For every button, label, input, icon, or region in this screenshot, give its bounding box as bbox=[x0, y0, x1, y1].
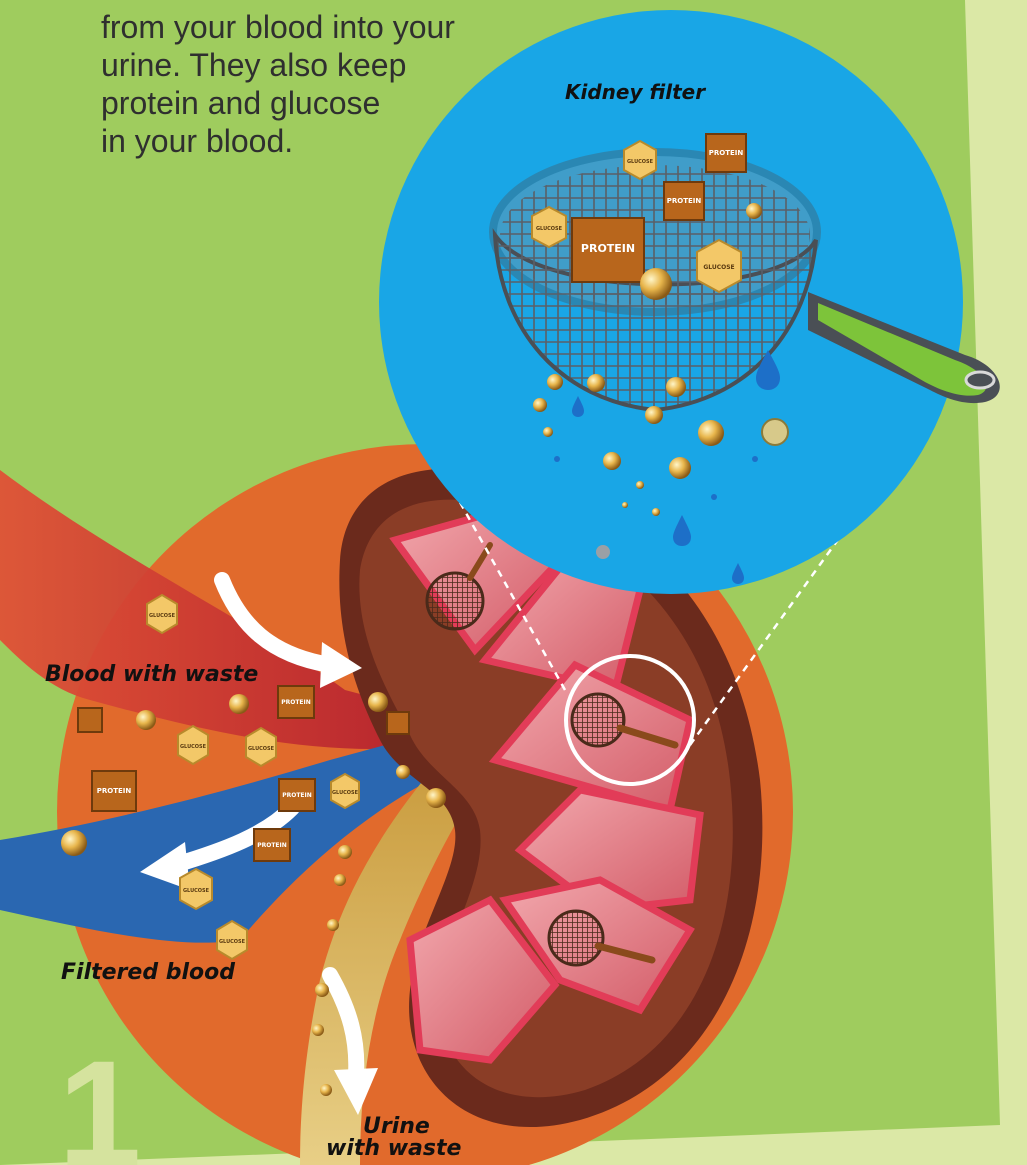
waste-droplet bbox=[622, 502, 628, 508]
glucose-particle: GLUCOSE bbox=[532, 207, 566, 247]
waste-droplet bbox=[533, 398, 547, 412]
waste-droplet bbox=[666, 377, 686, 397]
waste-droplet bbox=[368, 692, 388, 712]
protein-text: PROTEIN bbox=[281, 699, 311, 706]
waste-droplet bbox=[547, 374, 563, 390]
protein-text: PROTEIN bbox=[667, 197, 702, 205]
waste-droplet bbox=[136, 710, 156, 730]
glucose-text: GLUCOSE bbox=[183, 888, 210, 894]
glucose-particle: GLUCOSE bbox=[217, 921, 247, 959]
filtered-blood-label: Filtered blood bbox=[61, 960, 235, 985]
waste-droplet bbox=[640, 268, 672, 300]
waste-droplet bbox=[396, 765, 410, 779]
waste-droplet bbox=[327, 919, 339, 931]
intro-text: from your blood into your urine. They al… bbox=[101, 8, 481, 160]
glucose-particle: GLUCOSE bbox=[624, 141, 656, 179]
glucose-text: GLUCOSE bbox=[536, 226, 563, 232]
protein-particle bbox=[78, 708, 102, 732]
water-droplet bbox=[711, 494, 717, 500]
protein-particle bbox=[387, 712, 409, 734]
waste-droplet bbox=[587, 374, 605, 392]
protein-text: PROTEIN bbox=[257, 842, 287, 849]
waste-droplet bbox=[315, 983, 329, 997]
glucose-text: GLUCOSE bbox=[627, 159, 654, 165]
protein-particle: PROTEIN bbox=[92, 771, 136, 811]
waste-droplet bbox=[312, 1024, 324, 1036]
glucose-text: GLUCOSE bbox=[149, 613, 176, 619]
intro-line: urine. They also keep bbox=[101, 46, 481, 84]
waste-droplet bbox=[61, 830, 87, 856]
waste-droplet bbox=[338, 845, 352, 859]
protein-particle: PROTEIN bbox=[279, 779, 315, 811]
waste-droplet bbox=[596, 545, 610, 559]
glucose-text: GLUCOSE bbox=[219, 939, 246, 945]
protein-text: PROTEIN bbox=[97, 787, 132, 795]
waste-droplet bbox=[320, 1084, 332, 1096]
glucose-particle: GLUCOSE bbox=[180, 869, 212, 909]
intro-line: protein and glucose bbox=[101, 84, 481, 122]
blood-with-waste-label: Blood with waste bbox=[45, 662, 258, 687]
waste-droplet bbox=[669, 457, 691, 479]
protein-particle: PROTEIN bbox=[706, 134, 746, 172]
strainer-handle-hole bbox=[966, 372, 994, 388]
waste-droplet bbox=[543, 427, 553, 437]
intro-line: in your blood. bbox=[101, 122, 481, 160]
with-waste-label: with waste bbox=[326, 1136, 461, 1161]
waste-droplet bbox=[229, 694, 249, 714]
glucose-particle: GLUCOSE bbox=[697, 240, 741, 292]
step-number: 1 bbox=[58, 1029, 141, 1165]
kidney-filter-label: Kidney filter bbox=[565, 80, 705, 104]
protein-text: PROTEIN bbox=[581, 242, 635, 255]
protein-particle: PROTEIN bbox=[572, 218, 644, 282]
waste-droplet bbox=[762, 419, 788, 445]
glucose-text: GLUCOSE bbox=[248, 746, 275, 752]
glucose-particle: GLUCOSE bbox=[331, 774, 359, 808]
glucose-particle: GLUCOSE bbox=[147, 595, 177, 633]
water-droplet bbox=[752, 456, 758, 462]
waste-droplet bbox=[746, 203, 762, 219]
protein-particle: PROTEIN bbox=[664, 182, 704, 220]
glucose-text: GLUCOSE bbox=[703, 264, 734, 271]
waste-droplet bbox=[334, 874, 346, 886]
protein-particle: PROTEIN bbox=[254, 829, 290, 861]
intro-line: from your blood into your bbox=[101, 8, 481, 46]
glucose-text: GLUCOSE bbox=[180, 744, 207, 750]
glucose-particle: GLUCOSE bbox=[246, 728, 276, 766]
waste-droplet bbox=[698, 420, 724, 446]
waste-droplet bbox=[603, 452, 621, 470]
protein-text: PROTEIN bbox=[709, 149, 744, 157]
glucose-particle: GLUCOSE bbox=[178, 726, 208, 764]
waste-droplet bbox=[426, 788, 446, 808]
protein-particle: PROTEIN bbox=[278, 686, 314, 718]
protein-text: PROTEIN bbox=[282, 792, 312, 799]
waste-droplet bbox=[645, 406, 663, 424]
waste-droplet bbox=[652, 508, 660, 516]
waste-droplet bbox=[636, 481, 644, 489]
glucose-text: GLUCOSE bbox=[332, 790, 359, 796]
water-droplet bbox=[554, 456, 560, 462]
